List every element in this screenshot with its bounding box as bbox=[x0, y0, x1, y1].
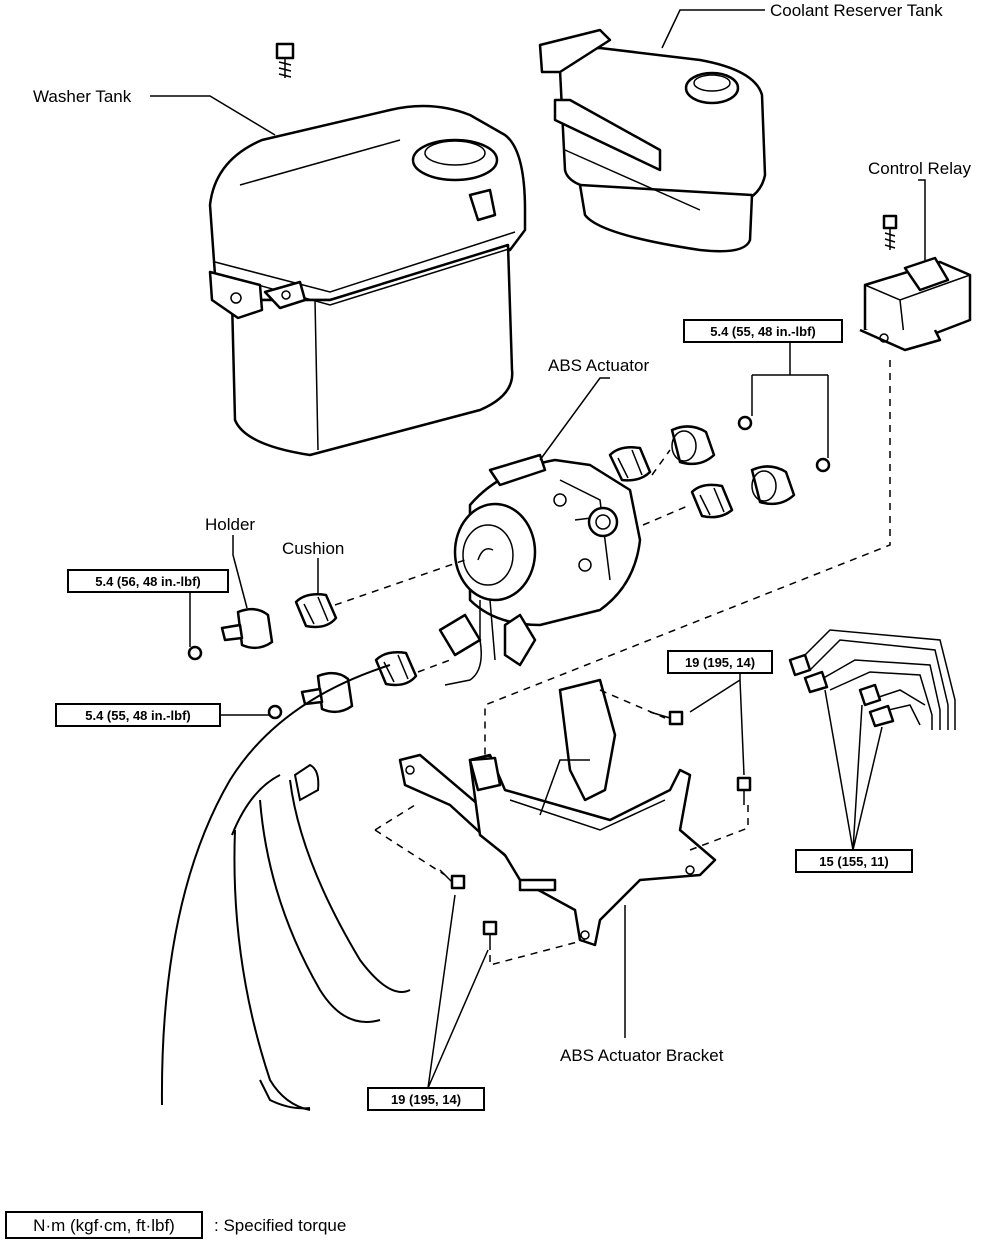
label-control-relay: Control Relay bbox=[868, 159, 971, 178]
abs-actuator-illustration bbox=[438, 453, 642, 686]
torque-spec-brake-lines: 15 (155, 11) bbox=[795, 849, 913, 873]
vehicle-body-outline bbox=[160, 664, 411, 1111]
torque-spec-bracket-bolt-upper: 19 (195, 14) bbox=[667, 650, 773, 674]
left-cushions-and-holders bbox=[187, 593, 418, 720]
torque-spec-text: 5.4 (56, 48 in.-lbf) bbox=[95, 574, 200, 589]
torque-spec-text: 5.4 (55, 48 in.-lbf) bbox=[710, 324, 815, 339]
leader-lines bbox=[150, 9, 926, 1089]
torque-spec-bracket-bolts-lower: 19 (195, 14) bbox=[367, 1087, 485, 1111]
torque-spec-text: 19 (195, 14) bbox=[391, 1092, 461, 1107]
label-coolant-reserver-tank: Coolant Reserver Tank bbox=[770, 1, 943, 20]
coolant-reserver-tank-illustration bbox=[538, 28, 767, 253]
label-cushion: Cushion bbox=[282, 539, 344, 558]
torque-spec-holder-nut-lower: 5.4 (55, 48 in.-lbf) bbox=[55, 703, 221, 727]
washer-tank-illustration bbox=[208, 104, 527, 457]
assembly-guide-lines bbox=[334, 360, 891, 966]
torque-spec-text: 15 (155, 11) bbox=[819, 854, 888, 869]
label-abs-actuator-bracket: ABS Actuator Bracket bbox=[560, 1046, 724, 1065]
control-relay-illustration bbox=[859, 214, 972, 352]
abs-actuator-bracket-illustration bbox=[398, 678, 717, 947]
legend-unit: N·m (kgf·cm, ft·lbf) bbox=[33, 1216, 175, 1235]
brake-lines-illustration bbox=[788, 629, 956, 730]
label-holder: Holder bbox=[205, 515, 255, 534]
torque-legend: N·m (kgf·cm, ft·lbf) : Specified torque bbox=[5, 1211, 346, 1239]
legend-description: : Specified torque bbox=[214, 1216, 346, 1235]
torque-spec-relay-nuts: 5.4 (55, 48 in.-lbf) bbox=[683, 319, 843, 343]
torque-spec-holder-nut-upper: 5.4 (56, 48 in.-lbf) bbox=[67, 569, 229, 593]
label-abs-actuator: ABS Actuator bbox=[548, 356, 649, 375]
upper-right-cushions bbox=[608, 415, 831, 519]
torque-spec-text: 5.4 (55, 48 in.-lbf) bbox=[85, 708, 190, 723]
torque-spec-text: 19 (195, 14) bbox=[685, 655, 755, 670]
label-washer-tank: Washer Tank bbox=[33, 87, 132, 106]
washer-tank-bolt-icon bbox=[275, 42, 295, 78]
bracket-bolt-icons bbox=[439, 710, 752, 950]
